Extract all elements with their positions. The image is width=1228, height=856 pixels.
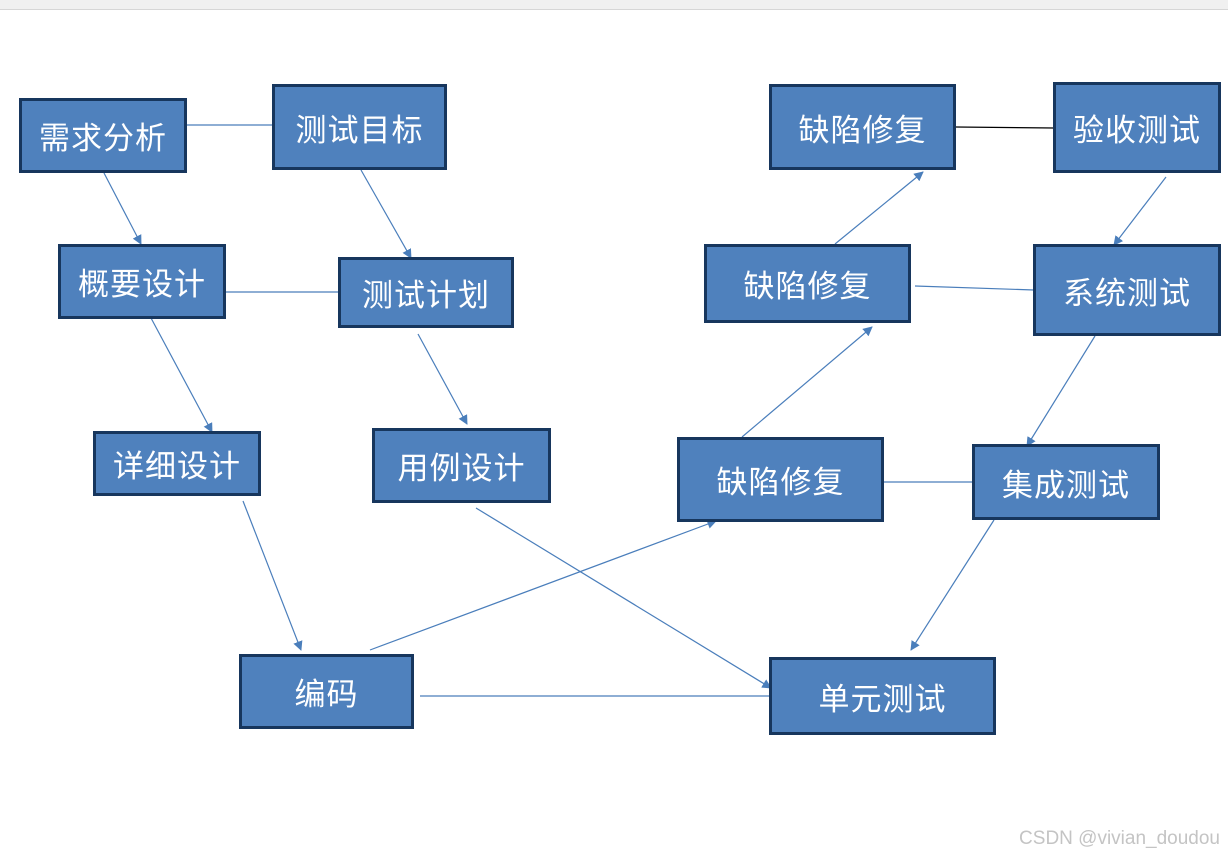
node-integration-test: 集成测试 [972,444,1160,520]
arrow-integration-test-unit-test [910,519,995,651]
node-case-design: 用例设计 [372,428,551,503]
node-defect-fix-2: 缺陷修复 [704,244,911,323]
arrow-overview-design-detail-design [150,317,213,433]
node-test-plan: 测试计划 [338,257,514,328]
arrow-acceptance-test-system-test [1113,176,1167,246]
link-defect-fix-3-acceptance-test [955,126,1055,129]
node-defect-fix-3: 缺陷修复 [769,84,956,170]
node-coding: 编码 [239,654,414,729]
watermark: CSDN @vivian_doudou [1019,828,1220,849]
node-req-analysis: 需求分析 [19,98,187,173]
arrow-test-plan-case-design [417,333,468,425]
link-defect-fix-2-system-test [914,285,1035,291]
arrow-defect-fix-2-defect-fix-3 [834,171,924,245]
node-defect-fix-1: 缺陷修复 [677,437,884,522]
arrow-case-design-unit-test [475,507,772,689]
arrow-defect-fix-1-defect-fix-2 [741,326,873,438]
arrow-detail-design-coding [242,500,303,651]
node-test-goal: 测试目标 [272,84,447,170]
node-acceptance-test: 验收测试 [1053,82,1221,173]
node-system-test: 系统测试 [1033,244,1221,336]
arrow-req-analysis-overview-design [103,172,142,245]
arrow-coding-defect-fix-1 [369,519,717,651]
arrow-system-test-integration-test [1026,335,1096,447]
node-overview-design: 概要设计 [58,244,226,319]
arrow-test-goal-test-plan [360,169,412,259]
node-unit-test: 单元测试 [769,657,996,735]
node-detail-design: 详细设计 [93,431,261,496]
window-top-edge [0,0,1228,10]
